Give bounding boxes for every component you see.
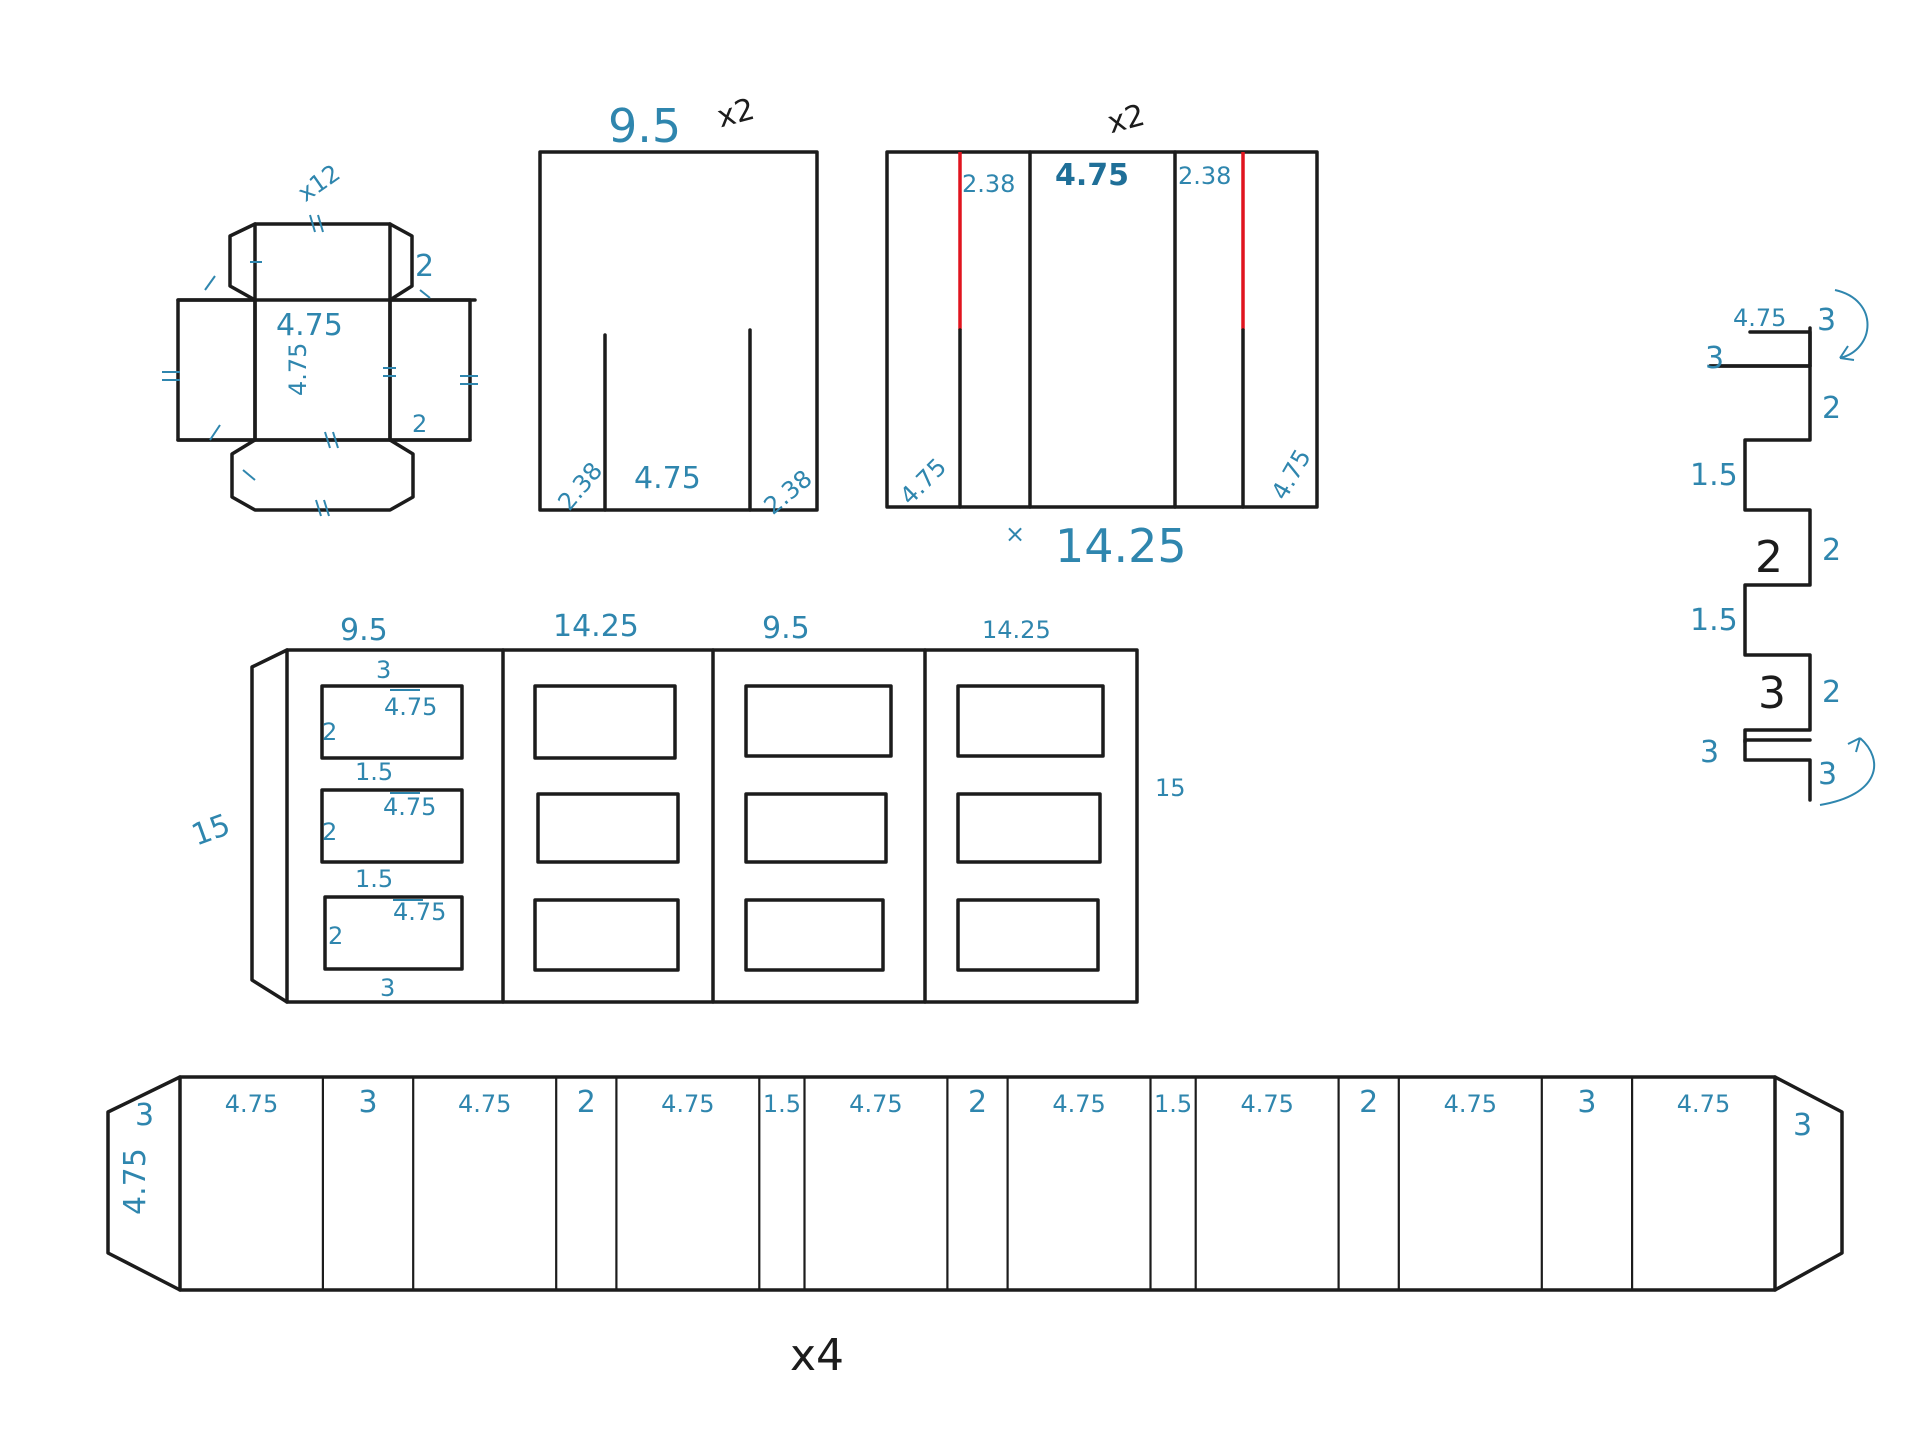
front-panel-multiplier: x2 [714, 92, 759, 135]
profile-top-width-label: 4.75 [1733, 304, 1786, 332]
window3-height-label: 2 [328, 922, 343, 950]
strip-segment-label: 4.75 [1052, 1090, 1105, 1118]
front-panel-outline [538, 150, 819, 512]
profile-staircase [1708, 364, 1812, 744]
strip-segment-label: 4.75 [661, 1090, 714, 1118]
profile-center2-label: 3 [1758, 668, 1786, 719]
lid-right-flap [388, 298, 472, 442]
lid-tab-top-right [388, 222, 414, 302]
gap2-label: 1.5 [355, 865, 393, 893]
front-panel: 9.5 x2 2.38 4.75 2.38 [538, 92, 819, 520]
lid-flap-top-right-label: 2 [415, 249, 434, 284]
front-panel-top-label: 9.5 [608, 99, 681, 153]
window3-width-label: 4.75 [393, 898, 446, 926]
profile-l2-label: 1.5 [1690, 603, 1738, 638]
window2-height-label: 2 [322, 818, 337, 846]
strip: 4.75 3 4.75 2 4.75 1.5 4.75 2 4.75 1.5 4.75 2 4.75 3 4… [106, 1075, 1844, 1381]
strip-segment-label: 4.75 [1677, 1090, 1730, 1118]
lid-multiplier: x12 [293, 159, 346, 208]
lid-left-flap [176, 298, 257, 442]
strip-segment-label: 4.75 [225, 1090, 278, 1118]
profile-l1-label: 1.5 [1690, 458, 1738, 493]
profile-top-step [1708, 330, 1812, 368]
strip-segment-label: 2 [577, 1085, 596, 1120]
side-panel-bottom-left-label: 4.75 [894, 453, 952, 511]
lid-tick-marks [162, 214, 478, 517]
lid-net: x12 4.75 4.75 2 2 [162, 159, 478, 517]
side-panel-top-left-label: 2.38 [962, 170, 1015, 198]
strip-dividers [321, 1077, 1634, 1290]
front-panel-middle-label: 4.75 [634, 461, 701, 496]
side-panel-bottom-right-label: 4.75 [1266, 444, 1317, 504]
strip-segment-label: 2 [1359, 1085, 1378, 1120]
profile-bottom-right-label: 3 [1818, 757, 1837, 792]
profile-center1-label: 2 [1755, 532, 1783, 583]
profile-r3-label: 2 [1822, 675, 1841, 710]
strip-segment-label: 3 [1577, 1085, 1596, 1120]
lid-tab-top-left [228, 222, 257, 302]
profile-bottom-step [1743, 738, 1812, 802]
profile: 4.75 3 3 2 1.5 2 2 1.5 3 2 3 3 [1690, 289, 1876, 806]
strip-left-flap-label: 3 [135, 1098, 154, 1133]
long-panel-col1-label: 9.5 [340, 613, 388, 648]
strip-height-label: 4.75 [118, 1148, 153, 1215]
strip-segment-label: 4.75 [849, 1090, 902, 1118]
profile-top-left-label: 3 [1705, 341, 1724, 376]
long-panel-end-flap [250, 648, 289, 1004]
side-panel-width-prefix: × [1005, 520, 1025, 548]
gap1-label: 1.5 [355, 758, 393, 786]
long-panel-col2-label: 14.25 [553, 609, 639, 644]
long-panel-height-right-label: 15 [1155, 774, 1186, 802]
long-panel-col3-label: 9.5 [762, 611, 810, 646]
lid-flap-right-label: 2 [412, 410, 427, 438]
profile-r1-label: 2 [1822, 391, 1841, 426]
profile-r2-label: 2 [1822, 533, 1841, 568]
strip-multiplier: x4 [790, 1330, 844, 1381]
strip-segment-label: 1.5 [763, 1090, 801, 1118]
strip-segment-label: 2 [968, 1085, 987, 1120]
lid-side-label: 4.75 [284, 343, 312, 396]
side-panel-width-label: 14.25 [1055, 519, 1187, 573]
profile-bottom-arrow [1819, 737, 1876, 806]
long-panel-col4-label: 14.25 [982, 616, 1051, 644]
side-panel-outline [885, 150, 1319, 509]
strip-segment-label: 1.5 [1154, 1090, 1192, 1118]
long-panel: 9.5 14.25 9.5 14.25 15 15 3 4.75 2 1.5 4… [187, 609, 1186, 1004]
profile-top-arrow [1834, 289, 1869, 361]
lid-bottom-flap [230, 438, 415, 512]
profile-top-right-label: 3 [1817, 303, 1836, 338]
window1-top-label: 3 [376, 656, 391, 684]
strip-labels: 4.75 3 4.75 2 4.75 1.5 4.75 2 4.75 1.5 4.75 2 4.75 3 4… [225, 1085, 1730, 1120]
front-panel-left-label: 2.38 [552, 457, 608, 516]
long-panel-windows [320, 684, 1105, 972]
window1-width-label: 4.75 [384, 693, 437, 721]
side-panel-multiplier: x2 [1104, 98, 1149, 141]
profile-bottom-left-label: 3 [1700, 735, 1719, 770]
front-panel-right-label: 2.38 [759, 464, 818, 520]
strip-segment-label: 4.75 [458, 1090, 511, 1118]
long-panel-bottom-label: 3 [380, 974, 395, 1002]
side-panel-top-right-label: 2.38 [1178, 162, 1231, 190]
long-panel-height-left-label: 15 [187, 808, 235, 854]
window1-height-label: 2 [322, 718, 337, 746]
strip-right-flap-label: 3 [1793, 1108, 1812, 1143]
side-panel-top-mid-label: 4.75 [1055, 158, 1129, 193]
lid-center-label: 4.75 [276, 308, 343, 343]
strip-segment-label: 3 [359, 1085, 378, 1120]
strip-segment-label: 4.75 [1240, 1090, 1293, 1118]
strip-segment-label: 4.75 [1444, 1090, 1497, 1118]
window2-width-label: 4.75 [383, 793, 436, 821]
side-panel: x2 4.75 2.38 2.38 4.75 4.75 × 14.25 [885, 98, 1319, 573]
